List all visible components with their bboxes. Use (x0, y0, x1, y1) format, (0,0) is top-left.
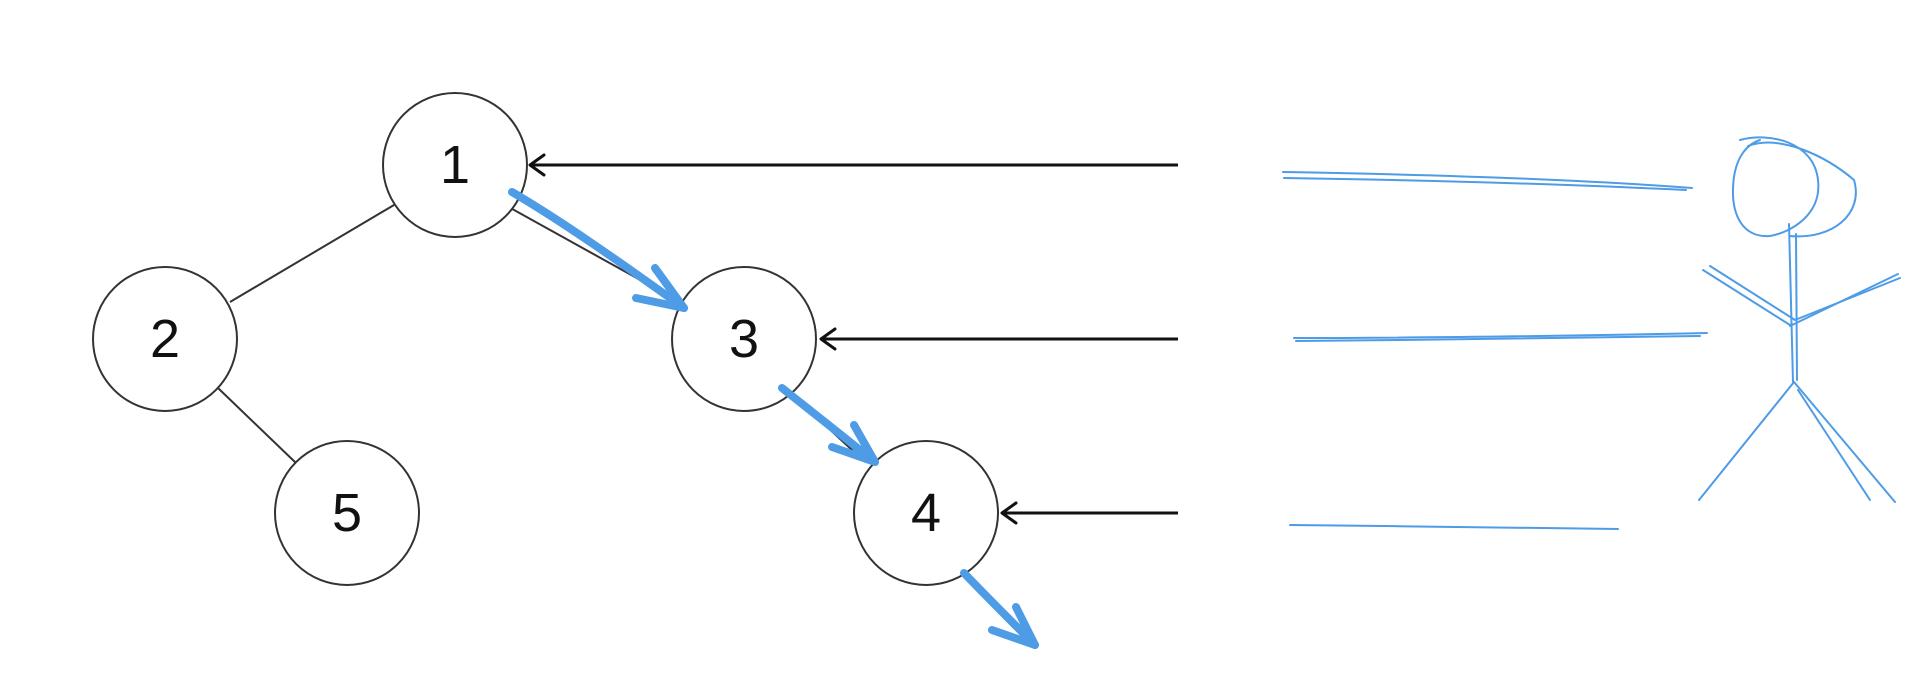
stick-figure-body-double (1795, 233, 1798, 381)
pointer-head-level-3 (1000, 501, 1018, 525)
stick-figure-left-leg (1698, 381, 1795, 501)
stick-figure-right-arm-double (1794, 277, 1901, 321)
tree-nodes: 1 2 3 4 5 (92, 92, 999, 586)
stick-figure-head-outline (1747, 141, 1857, 238)
stick-figure-left-arm (1702, 269, 1791, 326)
blue-traversal-path (508, 188, 1039, 649)
tree-node-label: 2 (150, 309, 180, 369)
tree-node-2: 2 (92, 266, 238, 412)
stick-figure-icon (1698, 136, 1901, 503)
blue-arrow-head (988, 603, 1039, 649)
stick-figure-head (1731, 136, 1820, 238)
blue-arrow-1-to-3 (508, 188, 688, 312)
sight-line-level-2 (1293, 332, 1708, 339)
stick-figure-body (1788, 223, 1794, 383)
tree-node-4: 4 (853, 440, 999, 586)
tree-node-label: 3 (729, 309, 759, 369)
pointer-head-level-2 (819, 327, 837, 351)
sight-line-level-3 (1289, 524, 1619, 530)
pointer-head-level-1 (528, 153, 546, 177)
stick-figure-right-leg-double (1797, 389, 1871, 501)
sight-lines (1282, 171, 1708, 530)
edge-2-5 (217, 387, 297, 464)
blue-arrow-4-down (960, 569, 1039, 649)
right-view-pointers (528, 153, 1178, 525)
stick-figure-right-leg (1793, 381, 1896, 503)
blue-arrow-shaft (508, 188, 688, 312)
sight-line-level-1 (1282, 171, 1693, 189)
tree-node-5: 5 (274, 440, 420, 586)
tree-node-label: 1 (440, 135, 470, 195)
blue-arrow-3-to-4 (778, 384, 879, 466)
blue-arrow-shaft (778, 384, 879, 466)
tree-node-1: 1 (382, 92, 528, 238)
tree-node-3: 3 (671, 266, 817, 412)
stick-figure-left-arm-double (1709, 265, 1796, 321)
blue-arrow-head (828, 421, 879, 466)
sight-line-level-2-double (1295, 335, 1701, 342)
sight-line-level-1-double (1283, 177, 1687, 191)
tree-node-label: 5 (332, 483, 362, 543)
tree-node-label: 4 (911, 483, 941, 543)
blue-arrow-head (632, 264, 688, 312)
edge-1-2 (229, 204, 395, 303)
